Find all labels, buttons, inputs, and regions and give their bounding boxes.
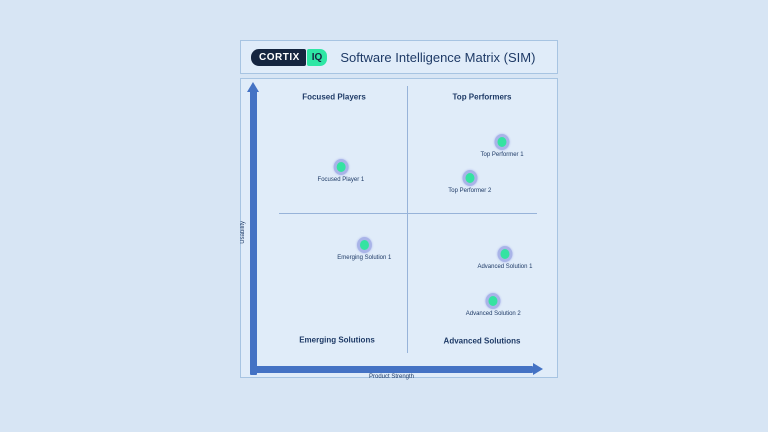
plot-area: Focused Player 1 Top Performer 1 Top Perfo… (253, 89, 546, 368)
quadrant-label-top-performers: Top Performers (452, 92, 512, 102)
x-axis-line (250, 366, 533, 373)
data-point-top-performer-1: Top Performer 1 (481, 134, 524, 158)
point-marker-icon (494, 134, 510, 150)
cortix-iq-logo: CORTIX IQ (251, 48, 328, 66)
y-axis-arrowhead-icon (247, 82, 259, 92)
point-marker-icon (485, 293, 501, 310)
x-axis-arrowhead-icon (533, 363, 543, 375)
quadrant-label-advanced-solutions: Advanced Solutions (443, 336, 521, 346)
point-marker-icon (333, 159, 349, 176)
logo-iq-badge: IQ (306, 48, 328, 66)
quadrant-label-emerging-solutions: Emerging Solutions (299, 335, 375, 345)
y-axis-line (250, 91, 257, 375)
point-label: Focused Player 1 (317, 177, 365, 184)
x-axis-label: Product Strength (368, 374, 415, 380)
point-marker-icon (356, 237, 372, 254)
point-marker-icon (462, 170, 478, 187)
point-label: Advanced Solution 2 (465, 311, 521, 318)
point-marker-icon (497, 245, 513, 262)
data-point-emerging-solution-1: Emerging Solution 1 (337, 237, 391, 261)
header-panel: CORTIX IQ Software Intelligence Matrix (… (240, 40, 558, 74)
data-point-advanced-solution-1: Advanced Solution 1 (477, 245, 533, 270)
data-point-advanced-solution-2: Advanced Solution 2 (466, 293, 521, 317)
quadrant-chart-panel: Usability Product Strength Focused Playe… (240, 78, 558, 380)
data-point-focused-player-1: Focused Player 1 (317, 159, 365, 184)
quadrant-divider-horizontal (279, 213, 537, 214)
quadrant-label-focused-players: Focused Players (302, 92, 366, 102)
point-label: Top Performer 1 (480, 152, 524, 158)
point-label: Top Performer 2 (448, 188, 492, 195)
point-label: Advanced Solution 1 (477, 263, 533, 270)
page-title: Software Intelligence Matrix (SIM) (340, 49, 536, 65)
data-point-top-performer-2: Top Performer 2 (448, 170, 491, 194)
y-axis-label: Usability (240, 221, 246, 244)
logo-cortix-badge: CORTIX (251, 48, 306, 66)
quadrant-divider-vertical (407, 86, 408, 353)
point-label: Emerging Solution 1 (337, 255, 392, 262)
